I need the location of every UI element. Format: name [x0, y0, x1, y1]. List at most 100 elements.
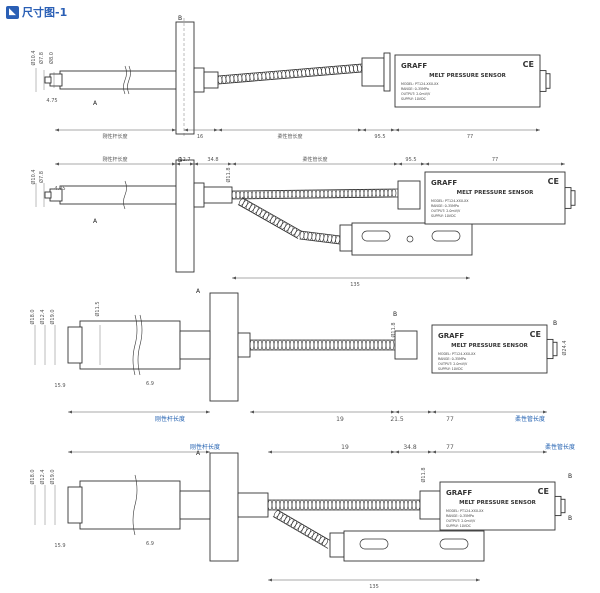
dimension-arrow — [391, 128, 395, 132]
hose-coil — [279, 499, 285, 511]
dimension-arrow — [55, 128, 59, 132]
hose-coil — [351, 189, 357, 198]
dimension-arrow — [68, 410, 72, 414]
hose-coil — [317, 339, 323, 351]
dimension-label: 刚性杆长度 — [155, 415, 185, 423]
hose-coil — [315, 189, 321, 199]
neck — [237, 492, 269, 518]
hose-coil — [277, 339, 283, 351]
hose-coil — [339, 189, 345, 198]
dimension-arrow — [190, 162, 194, 166]
hose-coil — [371, 499, 377, 511]
hose-coil — [319, 189, 325, 199]
hose-coil — [313, 339, 319, 351]
page-title: 尺寸图-1 — [22, 6, 68, 19]
hose-coil — [241, 73, 247, 83]
hose-coil — [375, 499, 381, 511]
dimension-label: 15.9 — [54, 543, 65, 549]
dimension-arrow — [425, 162, 429, 166]
dimension-label: Ø7.8 — [38, 171, 45, 183]
sensor-detail: RANGE: 0-35MPa — [438, 357, 466, 361]
rigid-stem — [59, 185, 181, 205]
hose-coil — [231, 190, 237, 200]
hose-coil — [261, 71, 267, 81]
dimension-label: Ø19.0 — [49, 309, 56, 324]
hose-coil — [307, 189, 313, 199]
sensor-detail: OUTPUT: 2.0mV/V — [446, 519, 476, 523]
hose-coil — [275, 499, 281, 511]
hose-coil — [335, 189, 341, 199]
connector-pin — [545, 73, 551, 89]
hose-coil — [287, 190, 293, 199]
section-mark: B — [568, 515, 572, 522]
hose-coil — [349, 339, 355, 351]
section-mark: A — [93, 100, 98, 107]
bracket-clamp — [329, 532, 345, 558]
connector — [546, 338, 554, 360]
hose-fitting — [397, 180, 421, 210]
break-line — [132, 314, 138, 376]
dimension-arrow — [55, 162, 59, 166]
dimension-label: 15.9 — [54, 383, 65, 389]
hose-coil — [265, 71, 271, 81]
hose-coil — [327, 189, 333, 199]
hose-coil — [253, 72, 259, 82]
hose-coil — [297, 68, 303, 78]
ce-mark: CE — [523, 60, 534, 69]
hose-coil — [311, 189, 317, 199]
hose-coil — [327, 499, 333, 511]
hose-coil — [281, 70, 287, 79]
hose-coil — [291, 189, 297, 199]
section-mark: A — [196, 450, 201, 457]
dimension-arrow — [176, 162, 180, 166]
dimension-label: 4.75 — [54, 186, 65, 192]
hose-coil — [261, 339, 267, 351]
fitting-ring — [383, 52, 391, 92]
hose-coil — [387, 188, 393, 198]
hose-coil — [383, 188, 389, 198]
hose-coil — [305, 339, 311, 351]
section-mark: A — [93, 218, 98, 225]
sensor-brand: GRAFF — [401, 62, 427, 70]
bracket-clamp — [339, 224, 353, 252]
dimension-label: 19 — [336, 416, 344, 423]
hose-coil — [345, 339, 351, 351]
hose-coil — [277, 70, 283, 80]
dimension-label: Ø11.8 — [420, 467, 427, 482]
hose-coil — [267, 190, 273, 199]
hose-coil — [391, 499, 397, 511]
dimension-label: 95.5 — [405, 157, 416, 163]
dimension-label: 柔性管长度 — [515, 415, 545, 423]
ce-mark: CE — [538, 487, 549, 496]
sensor-detail: RANGE: 0-35MPa — [431, 204, 459, 208]
hose-coil — [385, 339, 391, 351]
hose-coil — [275, 190, 281, 199]
hose-coil — [285, 339, 291, 351]
hose-coil — [321, 66, 326, 76]
dimension-arrow — [543, 410, 547, 414]
dimension-arrow — [232, 276, 236, 280]
hose-coil — [335, 499, 341, 511]
dimension-label: 刚性杆长度 — [190, 443, 220, 451]
hose-coil — [289, 339, 295, 351]
section-mark: B — [178, 157, 182, 164]
hose-coil — [281, 339, 287, 351]
hose-coil — [253, 339, 259, 351]
stem-collar — [179, 490, 211, 520]
sensor-detail: RANGE: 0-35MPa — [446, 514, 474, 518]
dimension-label: 4.75 — [46, 98, 57, 104]
hose-coil — [353, 339, 359, 351]
hose-coil — [269, 71, 275, 80]
hose-coil — [291, 499, 297, 511]
dimension-arrow — [194, 162, 198, 166]
hose-coil — [249, 72, 255, 82]
hose-coil — [395, 499, 401, 511]
break-line — [127, 65, 131, 95]
hose-coil — [355, 499, 361, 511]
dimension-arrow — [184, 128, 188, 132]
hose-coil — [357, 339, 363, 351]
connector — [539, 70, 547, 92]
hose-coil — [349, 64, 354, 74]
sensor-detail: MODEL: PT124-XXX-XX — [431, 199, 469, 203]
